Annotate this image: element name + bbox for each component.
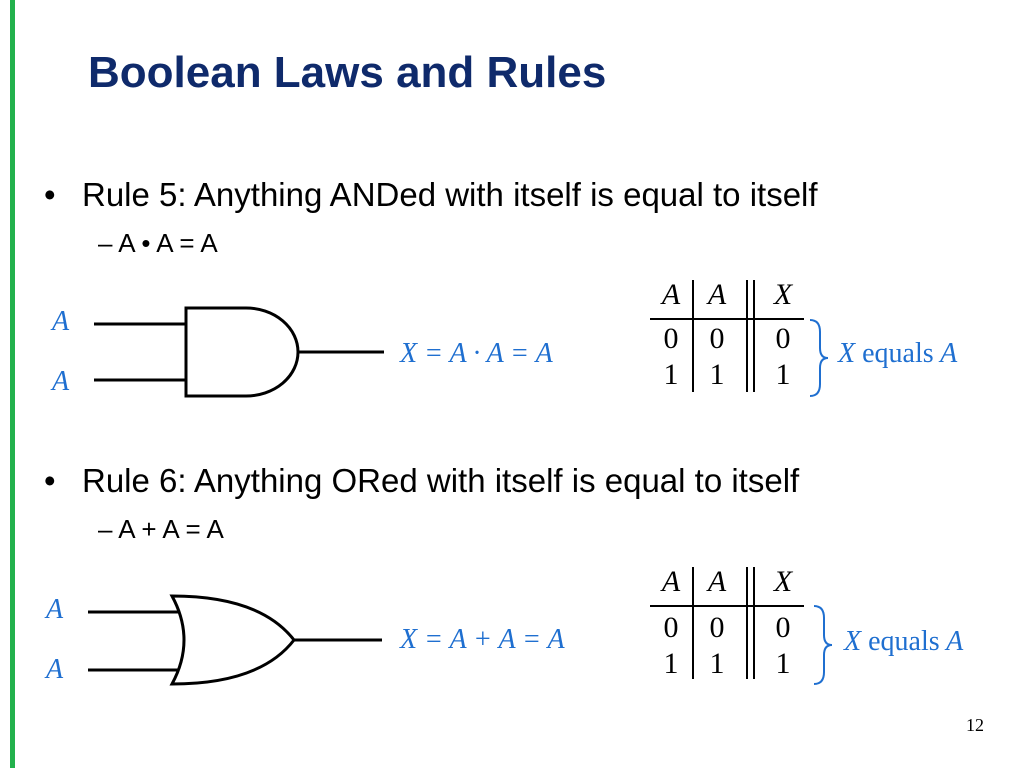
brace-icon	[809, 319, 829, 397]
rule5-text: Rule 5: Anything ANDed with itself is eq…	[82, 176, 818, 213]
table-cell: 0	[709, 611, 725, 644]
table-cell: 0	[663, 611, 679, 644]
table-cell: 0	[663, 322, 679, 355]
brace-icon	[813, 605, 833, 685]
table-divider	[650, 605, 804, 607]
table-cell: 1	[709, 647, 725, 680]
slide-title: Boolean Laws and Rules	[88, 48, 607, 97]
rule5-input-label-2: A	[52, 366, 70, 397]
accent-bar	[10, 0, 15, 768]
table-header: A	[661, 565, 681, 598]
table-divider	[753, 567, 755, 679]
note-var: X	[838, 338, 856, 369]
note-word: equals	[868, 626, 940, 657]
rule5-note: X equals A	[838, 338, 957, 370]
page-number: 12	[966, 715, 984, 735]
rule6-bullet: • Rule 6: Anything ORed with itself is eq…	[44, 462, 799, 500]
table-divider	[746, 280, 748, 392]
table-cell: 0	[775, 611, 791, 644]
or-gate-icon	[88, 594, 382, 686]
table-cell: 1	[663, 358, 679, 391]
rule5-subtext: – A • A = A	[98, 228, 218, 258]
rule5-bullet: • Rule 5: Anything ANDed with itself is e…	[44, 176, 818, 214]
rule6-truth-table: A A X 0 0 0 1 1 1	[650, 565, 804, 685]
rule5-truth-table: A A X 0 0 0 1 1 1	[650, 278, 804, 398]
table-header: A	[661, 278, 681, 311]
rule5-input-label-1: A	[52, 306, 70, 337]
rule5-equation: X = A · A = A	[400, 338, 553, 369]
table-divider	[746, 567, 748, 679]
bullet-dot: •	[44, 176, 56, 213]
rule6-subtext: – A + A = A	[98, 514, 224, 544]
rule6-input-label-1: A	[46, 594, 64, 625]
note-word: equals	[862, 338, 934, 369]
note-var: A	[946, 626, 964, 657]
bullet-dot: •	[44, 462, 56, 499]
rule6-note: X equals A	[844, 626, 963, 658]
table-cell: 1	[775, 358, 791, 391]
table-cell: 1	[775, 647, 791, 680]
table-cell: 1	[709, 358, 725, 391]
table-cell: 0	[775, 322, 791, 355]
table-cell: 1	[663, 647, 679, 680]
note-var: X	[844, 626, 862, 657]
table-header: A	[707, 278, 727, 311]
table-divider	[753, 280, 755, 392]
table-header: A	[707, 565, 727, 598]
and-gate-icon	[94, 306, 384, 398]
rule6-input-label-2: A	[46, 654, 64, 685]
table-cell: 0	[709, 322, 725, 355]
table-header: X	[773, 278, 793, 311]
rule6-equation: X = A + A = A	[400, 624, 565, 655]
table-divider	[692, 567, 694, 679]
rule6-text: Rule 6: Anything ORed with itself is equ…	[82, 462, 800, 499]
note-var: A	[940, 338, 958, 369]
table-divider	[692, 280, 694, 392]
table-divider	[650, 318, 804, 320]
table-header: X	[773, 565, 793, 598]
